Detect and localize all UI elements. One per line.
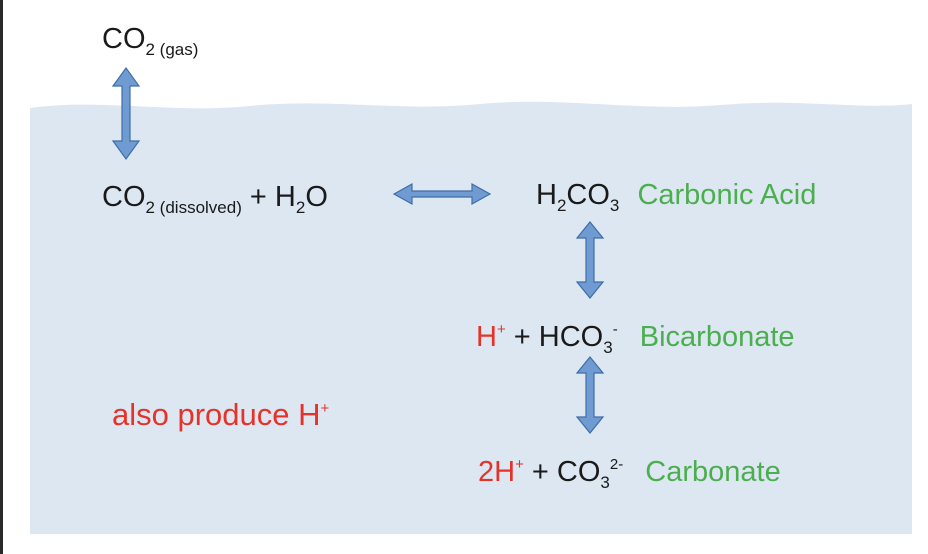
carbonate-name: Carbonate — [645, 456, 781, 488]
carbonic-acid-name: Carbonic Acid — [637, 179, 817, 211]
carbonic-acid-row: H2CO3 Carbonic Acid — [536, 179, 817, 215]
hydration-equilibrium-arrow — [392, 182, 492, 206]
bicarbonate-carbonate-arrow — [575, 356, 605, 434]
co2-dissolved-equation: CO2 (dissolved) + H2O — [102, 181, 328, 217]
carbonate-row: 2H+ + CO32- Carbonate — [478, 456, 781, 492]
gas-exchange-arrow — [111, 66, 141, 161]
also-produce-note: also produce H+ — [112, 397, 330, 432]
bicarbonate-name: Bicarbonate — [639, 321, 795, 353]
left-edge-bar — [0, 0, 3, 554]
co2-gas-label: CO2 (gas) — [102, 23, 199, 59]
bicarbonate-row: H+ + HCO3- Bicarbonate — [476, 321, 795, 357]
carbonic-bicarbonate-arrow — [575, 221, 605, 299]
